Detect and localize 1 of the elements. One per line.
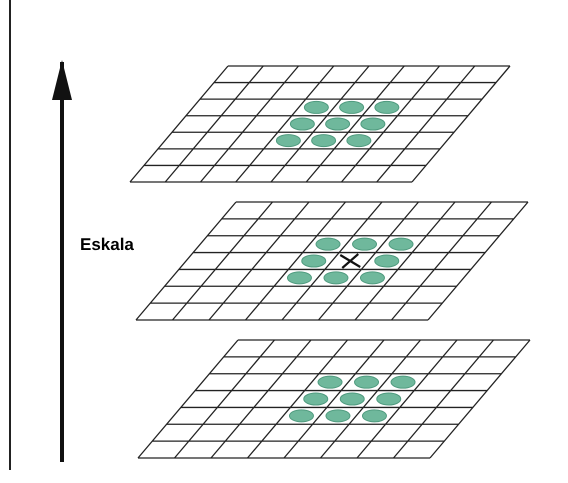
axis-label: Eskala (80, 234, 134, 256)
